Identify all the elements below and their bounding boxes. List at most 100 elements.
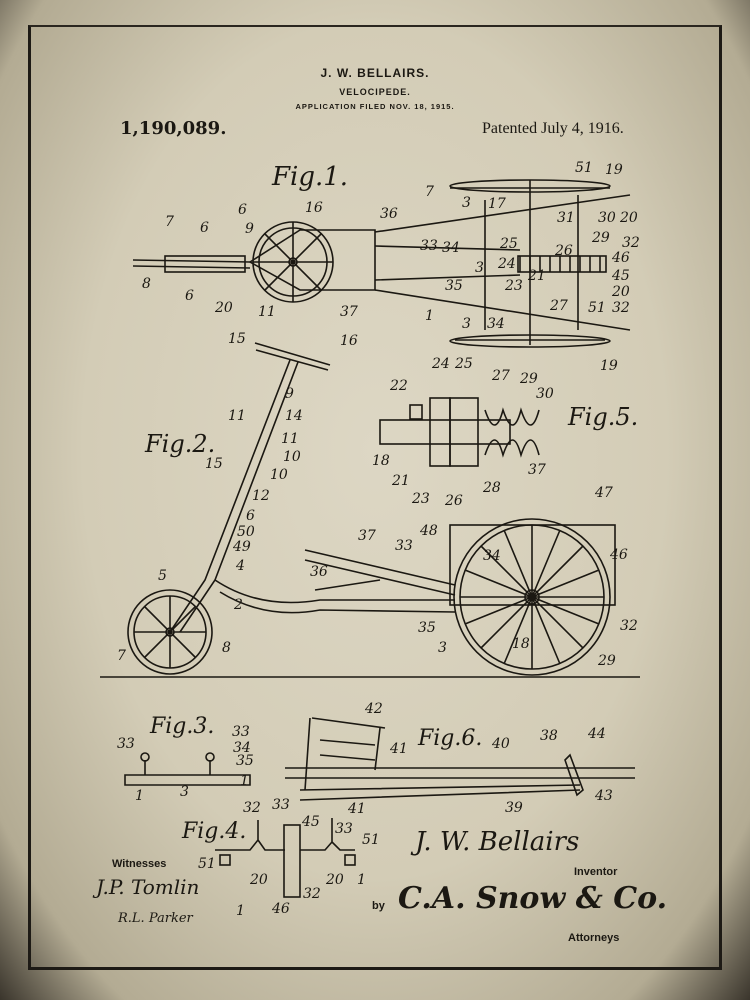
fig2-ref-49: 49 — [232, 539, 251, 555]
fig1-ref-8: 8 — [142, 276, 151, 292]
fig2-ref-10: 10 — [270, 467, 288, 483]
fig1-ref-32: 32 — [612, 300, 630, 316]
fig4-ref-45: 45 — [301, 814, 320, 830]
fig1-ref-15: 15 — [228, 331, 246, 347]
fig1-ref-45: 45 — [611, 268, 630, 284]
fig4-label: Fig.4. — [181, 819, 246, 844]
fig1-ref-34: 34 — [442, 240, 460, 256]
fig2-ref-2: 2 — [233, 597, 243, 613]
fig6-ref-40: 40 — [491, 736, 510, 752]
fig2-drawing — [100, 342, 640, 678]
fig5-ref-18: 18 — [372, 453, 390, 469]
fig5-ref-29: 29 — [519, 371, 538, 387]
fig1-ref-31: 31 — [557, 210, 575, 226]
fig4-ref-32: 32 — [243, 800, 261, 816]
fig1-ref-51: 51 — [588, 300, 606, 316]
fig1-ref-7: 7 — [425, 184, 434, 200]
fig3-ref-33: 33 — [117, 736, 135, 752]
fig6-drawing — [285, 717, 635, 801]
fig1-ref-6: 6 — [185, 288, 194, 304]
fig2-ref-34: 34 — [483, 548, 501, 564]
fig1-ref-34: 34 — [487, 316, 505, 332]
fig2-ref-37: 37 — [358, 528, 376, 544]
fig2-ref-35: 35 — [418, 620, 436, 636]
fig3-ref-34: 34 — [233, 740, 251, 756]
fig1-ref-6: 6 — [238, 202, 247, 218]
page-border — [28, 25, 722, 970]
fig2-ref-7: 7 — [117, 648, 126, 664]
fig6-ref-43: 43 — [594, 788, 613, 804]
fig2-ref-12: 12 — [252, 488, 270, 504]
fig6-ref-42: 42 — [364, 701, 383, 717]
header-application-date: APPLICATION FILED NOV. 18, 1915. — [295, 102, 455, 111]
fig5-ref-24: 24 — [431, 356, 450, 372]
fig4-ref-1: 1 — [236, 903, 245, 919]
fig6-label: Fig.6. — [417, 726, 482, 751]
fig1-ref-26: 26 — [554, 243, 573, 259]
fig4-ref-33: 33 — [272, 797, 290, 813]
fig4-ref-20: 20 — [249, 872, 268, 888]
fig1-ref-37: 37 — [340, 304, 358, 320]
inventor-label: Inventor — [574, 866, 618, 878]
fig5-ref-30: 30 — [536, 386, 554, 402]
fig1-ref-24: 24 — [497, 256, 516, 272]
fig1-ref-20: 20 — [619, 210, 638, 226]
fig4-drawing — [215, 818, 356, 898]
header-title: VELOCIPEDE. — [339, 87, 411, 97]
fig4-ref-33: 33 — [335, 821, 353, 837]
patent-date: Patented July 4, 1916. — [482, 120, 624, 137]
fig5-label: Fig.5. — [567, 403, 638, 431]
patent-number: 1,190,089. — [120, 118, 227, 139]
fig2-ref-8: 8 — [222, 640, 231, 656]
fig2-ref-15: 15 — [205, 456, 223, 472]
fig1-ref-32: 32 — [622, 235, 640, 251]
attorney-signature: C.A. Snow & Co. — [398, 881, 668, 916]
fig2-ref-4: 4 — [235, 558, 245, 574]
fig6-ref-39: 39 — [505, 800, 523, 816]
fig6-ref-41: 41 — [347, 801, 366, 817]
fig1-drawing — [132, 179, 631, 348]
fig2-ref-14: 14 — [285, 408, 303, 424]
fig5-ref-22: 22 — [389, 378, 408, 394]
fig3-label: Fig.3. — [149, 714, 214, 739]
fig2-ref-46: 46 — [609, 547, 628, 563]
fig1-ref-6: 6 — [200, 220, 209, 236]
fig2-ref-6: 6 — [246, 508, 255, 524]
header-inventor: J. W. BELLAIRS. — [320, 66, 430, 80]
fig2-ref-47: 47 — [594, 485, 613, 501]
inventor-signature: J. W. Bellairs — [415, 827, 580, 857]
fig1-ref-3: 3 — [475, 260, 484, 276]
attorneys-label: Attorneys — [568, 932, 620, 944]
fig4-ref-46: 46 — [271, 901, 290, 917]
fig5-ref-21: 21 — [391, 473, 410, 489]
fig2-ref-50: 50 — [237, 524, 255, 540]
fig5-ref-37: 37 — [528, 462, 546, 478]
fig6-ref-44: 44 — [587, 726, 606, 742]
fig1-ref-17: 17 — [488, 196, 506, 212]
fig4-ref-51: 51 — [198, 856, 216, 872]
fig1-ref-9: 9 — [245, 221, 254, 237]
fig1-ref-51: 51 — [575, 160, 593, 176]
fig4-ref-51: 51 — [362, 832, 380, 848]
fig1-ref-30: 30 — [598, 210, 616, 226]
fig5-ref-25: 25 — [454, 356, 473, 372]
fig1-ref-46: 46 — [611, 250, 630, 266]
fig2-ref-3: 3 — [438, 640, 447, 656]
fig3-ref-3: 3 — [180, 784, 189, 800]
fig2-ref-33: 33 — [395, 538, 413, 554]
fig1-ref-33: 33 — [420, 238, 438, 254]
fig2-ref-5: 5 — [158, 568, 167, 584]
fig1-ref-16: 16 — [305, 200, 323, 216]
fig2-ref-29: 29 — [597, 653, 616, 669]
fig1-ref-19: 19 — [605, 162, 623, 178]
fig1-ref-20: 20 — [214, 300, 233, 316]
fig1-ref-11: 11 — [258, 304, 276, 320]
fig1-ref-7: 7 — [165, 214, 174, 230]
fig1-ref-25: 25 — [499, 236, 518, 252]
fig3-ref-33: 33 — [232, 724, 250, 740]
fig3-ref-1: 1 — [135, 788, 144, 804]
by-label: by — [372, 900, 385, 912]
fig2-ref-11: 11 — [281, 431, 299, 447]
